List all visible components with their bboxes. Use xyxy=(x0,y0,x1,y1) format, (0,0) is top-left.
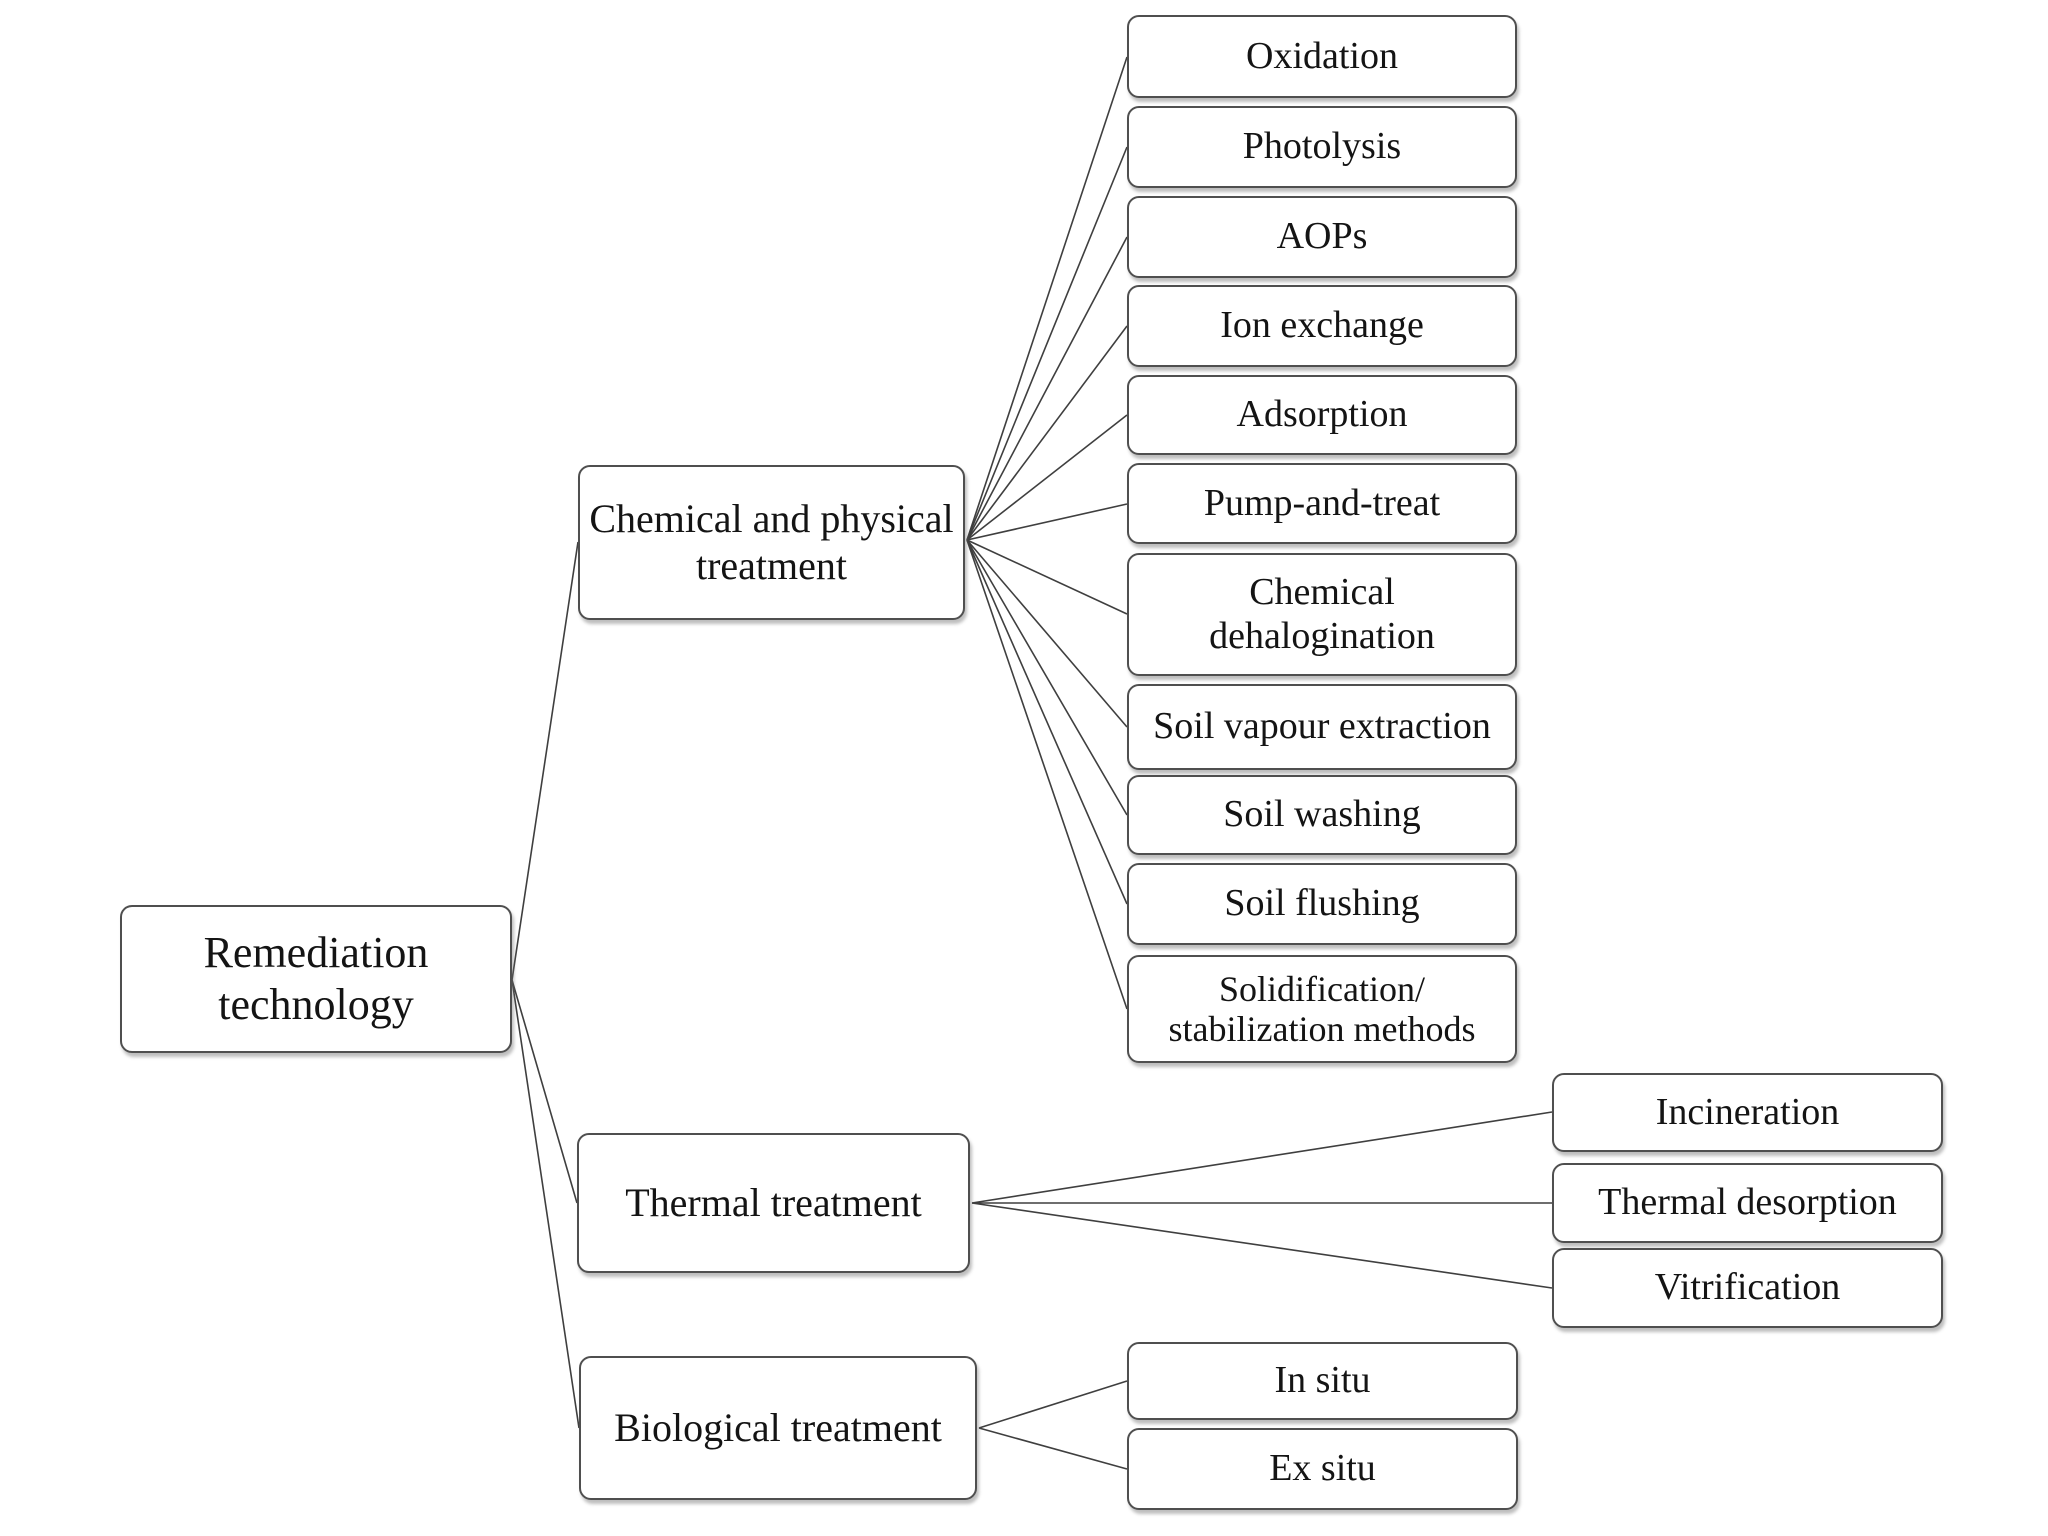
node-ion-exchange: Ion exchange xyxy=(1127,285,1517,367)
node-ex-situ: Ex situ xyxy=(1127,1428,1518,1510)
connector-root-thermal xyxy=(511,979,578,1204)
connector-biological-ex-situ xyxy=(978,1427,1128,1470)
node-chemical-dehalogination: Chemical dehalogination xyxy=(1127,553,1517,676)
connector-chemical-adsorption xyxy=(966,414,1128,541)
connector-chemical-aops xyxy=(966,236,1128,541)
connector-root-chemical xyxy=(511,541,579,981)
connector-root-biological xyxy=(511,979,580,1429)
node-in-situ: In situ xyxy=(1127,1342,1518,1420)
connector-chemical-pump-and-treat xyxy=(966,503,1128,541)
node-vitrification: Vitrification xyxy=(1552,1248,1943,1328)
connector-chemical-oxidation xyxy=(966,56,1128,541)
node-thermal-desorption: Thermal desorption xyxy=(1552,1163,1943,1243)
connector-chemical-soil-washing xyxy=(966,539,1128,816)
node-photolysis: Photolysis xyxy=(1127,106,1517,188)
connector-thermal-vitrification xyxy=(971,1202,1553,1289)
connector-chemical-photolysis xyxy=(966,146,1128,541)
node-thermal-treatment: Thermal treatment xyxy=(577,1133,970,1273)
connector-thermal-incineration xyxy=(971,1111,1553,1204)
node-biological-treatment: Biological treatment xyxy=(579,1356,977,1500)
node-solidification-stabilization-methods: Solidification/ stabilization methods xyxy=(1127,955,1517,1063)
node-adsorption: Adsorption xyxy=(1127,375,1517,455)
node-incineration: Incineration xyxy=(1552,1073,1943,1152)
node-soil-washing: Soil washing xyxy=(1127,775,1517,855)
connector-chemical-dehalogination xyxy=(966,539,1128,615)
node-aops: AOPs xyxy=(1127,196,1517,278)
connector-biological-in-situ xyxy=(978,1380,1128,1429)
node-chemical-and-physical-treatment: Chemical and physical treatment xyxy=(578,465,965,620)
node-oxidation: Oxidation xyxy=(1127,15,1517,98)
node-pump-and-treat: Pump-and-treat xyxy=(1127,463,1517,544)
connector-chemical-solidification xyxy=(966,539,1128,1010)
node-remediation-technology: Remediation technology xyxy=(120,905,512,1053)
node-soil-flushing: Soil flushing xyxy=(1127,863,1517,945)
connector-chemical-soil-vapour-extraction xyxy=(966,539,1128,728)
connector-chemical-soil-flushing xyxy=(966,539,1128,905)
node-soil-vapour-extraction: Soil vapour extraction xyxy=(1127,684,1517,770)
connector-chemical-ion-exchange xyxy=(966,325,1128,541)
